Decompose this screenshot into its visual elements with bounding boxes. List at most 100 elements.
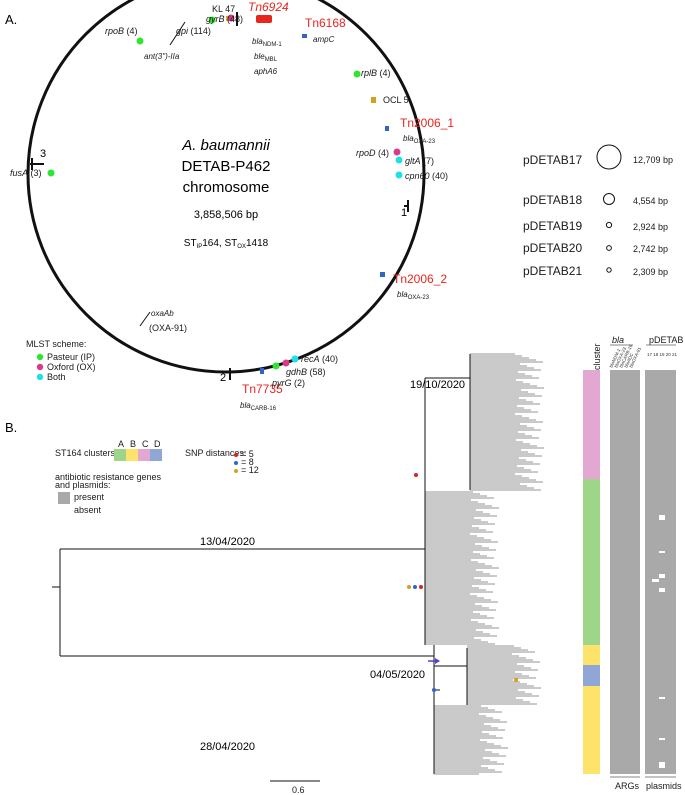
cpn60-dot (395, 171, 403, 179)
absent-cell (659, 515, 665, 520)
absent-cell (659, 588, 665, 592)
gyrb-label: gyrB (48) (206, 14, 243, 24)
pdetab-numbers: 17 18 19 20 21 (647, 352, 678, 357)
cluster-strip-c (583, 370, 600, 479)
rpob-label: rpoB (4) (105, 26, 138, 36)
present-label: present (74, 492, 105, 502)
plasmid-name: pDETAB20 (523, 241, 582, 255)
snp-node-dot (419, 585, 423, 589)
panel-b-label: B. (5, 420, 17, 435)
clusters-legend: A B C D (114, 439, 162, 461)
cluster-name: B (130, 439, 136, 449)
gdhb-label: gdhB (58) (286, 367, 326, 377)
cluster-strip-d (583, 665, 600, 686)
snp-legend-title: SNP distances: (185, 448, 246, 458)
plasmid-circle (605, 221, 613, 229)
rpob-dot (136, 37, 144, 45)
chromosome-circle (26, 0, 426, 374)
scale-label: 0.6 (292, 785, 305, 795)
tn6924-label: Tn6924 (248, 0, 289, 14)
cluster-swatch (138, 449, 150, 461)
node-date-2: 13/04/2020 (200, 536, 255, 548)
ant-leader (169, 21, 186, 46)
plasmid-circle (606, 267, 612, 273)
ocl-mark (371, 97, 376, 103)
ocl-label: OCL 5 (383, 95, 409, 105)
args-footer: ARGs (615, 781, 640, 791)
clusters-legend-title: ST164 clusters: (55, 448, 118, 458)
oxaab-label: oxaAb (151, 309, 174, 318)
absent-cell (652, 579, 659, 582)
cluster-name: A (118, 439, 124, 449)
present-swatch (58, 492, 70, 504)
tn7735-gene: blaCARB-16 (240, 401, 277, 412)
glta-label: gltA (7) (405, 156, 434, 166)
cluster-swatch (114, 449, 126, 461)
plasmids-footer: plasmids (646, 781, 682, 791)
cpn60-label: cpn60 (40) (405, 171, 448, 181)
presence-legend-title: antibiotic resistance genes (55, 472, 162, 482)
plasmid-name: pDETAB21 (523, 264, 582, 278)
absent-cell (659, 574, 665, 578)
snp-node-dot (413, 585, 417, 589)
absent-cell (659, 697, 665, 699)
strain-name: DETAB-P462 (182, 158, 271, 175)
snp12-dot (234, 469, 238, 473)
snp12-label: = 12 (241, 465, 259, 475)
gyrb-dot (227, 14, 235, 22)
reca-label: recA (40) (301, 354, 338, 364)
snp5-label: = 5 (241, 449, 254, 459)
plasmid-circle (603, 193, 615, 205)
mlst-legend-oxford-dot (36, 363, 44, 371)
absent-label: absent (74, 505, 102, 515)
tn6168-label: Tn6168 (305, 16, 346, 30)
tn6924-gene2: bleMBL (254, 52, 278, 63)
tn2006-1-mark (385, 126, 389, 131)
snp8-label: = 8 (241, 457, 254, 467)
plasmid-list: pDETAB17 12,709 bp pDETAB18 4,554 bp pDE… (523, 144, 673, 278)
cluster-strip-b1 (583, 645, 600, 665)
plasmids-heatmap (645, 370, 676, 774)
chromosome-size: 3,858,506 bp (194, 209, 258, 221)
tn2006-1-label: Tn2006_1 (400, 116, 454, 130)
tn6168-gene: ampC (313, 35, 335, 44)
mlst-legend-pasteur-dot (36, 353, 44, 361)
args-heatmap (610, 370, 640, 774)
position-3: 3 (40, 148, 46, 160)
organism-name: A. baumannii (181, 137, 270, 154)
reca-dot (291, 355, 299, 363)
snp-node-dot (407, 585, 411, 589)
absent-cell (659, 551, 665, 553)
tree-tips (425, 353, 544, 775)
cluster-strip-a (583, 479, 600, 645)
position-2: 2 (220, 372, 226, 384)
snp-node-dot (432, 688, 436, 692)
tn6924-gene1: blaNDM-1 (252, 37, 282, 48)
plasmid-size: 2,742 bp (633, 244, 668, 254)
mlst-legend-title: MLST scheme: (26, 339, 86, 349)
col-pdetab: pDETAB (649, 335, 683, 345)
presence-legend-title2: and plasmids: (55, 480, 111, 490)
plasmid-size: 12,709 bp (633, 155, 673, 165)
cluster-name: D (154, 439, 161, 449)
plasmid-size: 4,554 bp (633, 196, 668, 206)
panel-a-label: A. (5, 12, 17, 27)
tn2006-2-gene: blaOXA-23 (397, 290, 430, 301)
rpod-label: rpoD (4) (356, 148, 389, 158)
plasmid-size: 2,309 bp (633, 267, 668, 277)
tn6168-mark (302, 34, 307, 38)
col-bla: bla (612, 335, 624, 345)
plasmid-circle (596, 144, 622, 170)
absent-cell (659, 762, 665, 768)
cluster-name: C (142, 439, 149, 449)
cluster-swatch (150, 449, 162, 461)
bla-gene-headers: blaNDM-1 blaOXA-23 blaCARB-16 blaADC bla… (608, 343, 642, 368)
rplb-dot (353, 70, 361, 78)
node-date-1: 19/10/2020 (410, 379, 465, 391)
plasmid-size: 2,924 bp (633, 222, 668, 232)
plasmid-circle (606, 245, 612, 251)
rpod-dot (393, 148, 401, 156)
snp-node-dot (514, 678, 518, 682)
tn2006-2-label: Tn2006_2 (393, 272, 447, 286)
mlst-legend-oxford: Oxford (OX) (47, 362, 96, 372)
